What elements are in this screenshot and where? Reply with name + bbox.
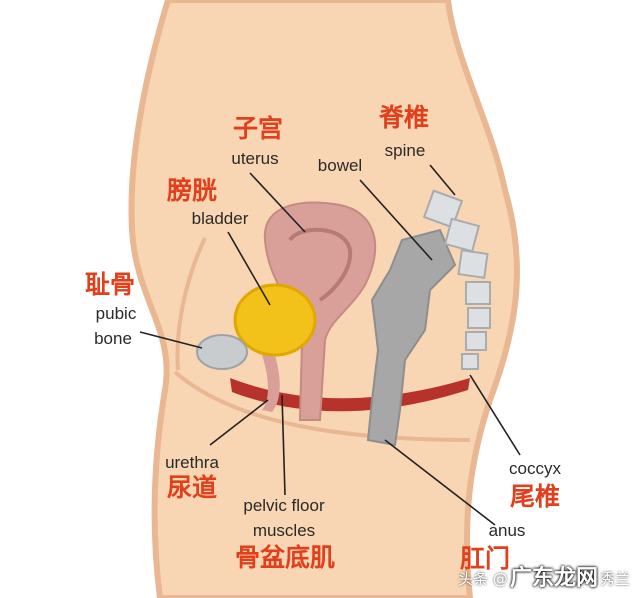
watermark-suffix: 秀兰 [600,570,631,588]
urethra [262,352,280,412]
perineum-line [173,370,471,442]
leader-lines [139,164,521,526]
anus-label: anus [488,521,526,540]
spine-label: spine [384,141,426,160]
spine [422,189,491,370]
coccyx-label: coccyx [509,459,561,478]
bladder [233,283,317,357]
groin-crease [175,237,207,371]
anus-label-zh: 肛门 [459,544,511,573]
watermark-site: 广东龙网 [510,566,599,591]
pelvic-floor-label-zh: 骨盆底肌 [234,543,336,572]
bowel-label: bowel [317,156,363,175]
spine-label-zh: 脊椎 [378,103,430,132]
urethra-label-zh: 尿道 [166,473,218,502]
bladder-label: bladder [191,209,249,228]
bowel [366,228,457,447]
pelvic-floor-muscles [230,378,470,412]
muscles-label: muscles [252,521,316,540]
watermark-source: 头条 @ [458,570,508,588]
bladder-label-zh: 膀胱 [166,176,218,205]
coccyx-label-zh: 尾椎 [509,482,561,511]
pubic-label: pubic [95,304,137,323]
uterus-label: uterus [231,149,279,168]
pubic-bone-label-zh: 耻骨 [84,270,136,299]
uterus-label-zh: 子宫 [232,114,284,143]
urethra-label: urethra [165,453,219,472]
pelvic-floor-label: pelvic floor [243,496,325,515]
bone-label: bone [94,329,132,348]
pubic-bone [196,334,248,370]
